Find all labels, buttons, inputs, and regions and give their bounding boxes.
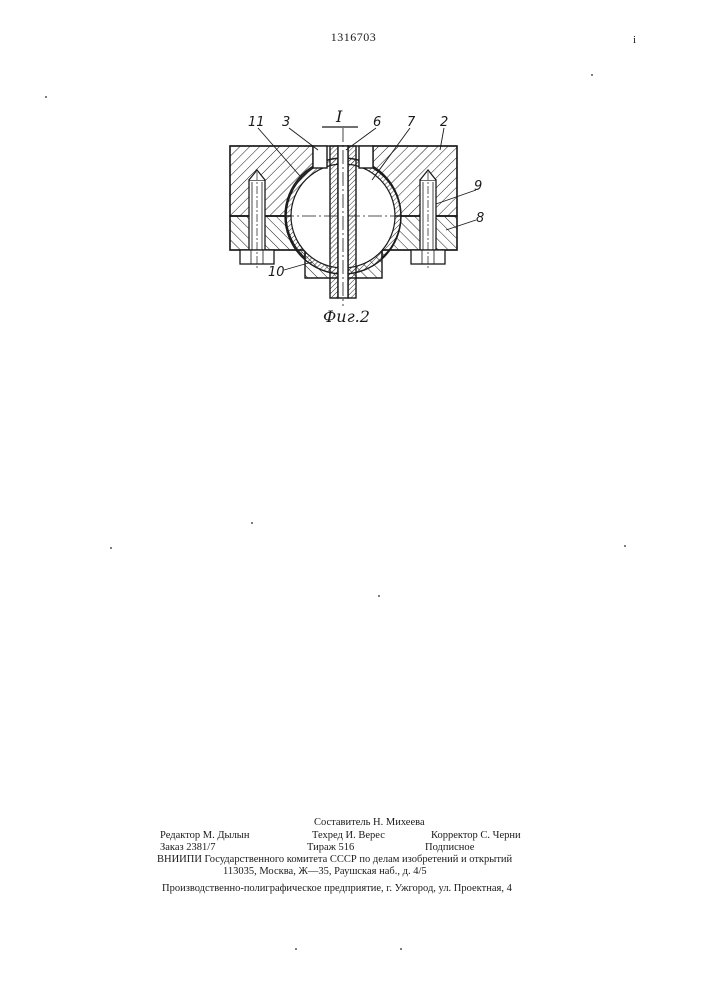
imprint-institution-2: 113035, Москва, Ж—35, Раушская наб., д. … xyxy=(223,865,427,878)
imprint-compiler: Составитель Н. Михеева xyxy=(314,816,425,829)
imprint-printer: Производственно-полиграфическое предприя… xyxy=(162,882,512,895)
